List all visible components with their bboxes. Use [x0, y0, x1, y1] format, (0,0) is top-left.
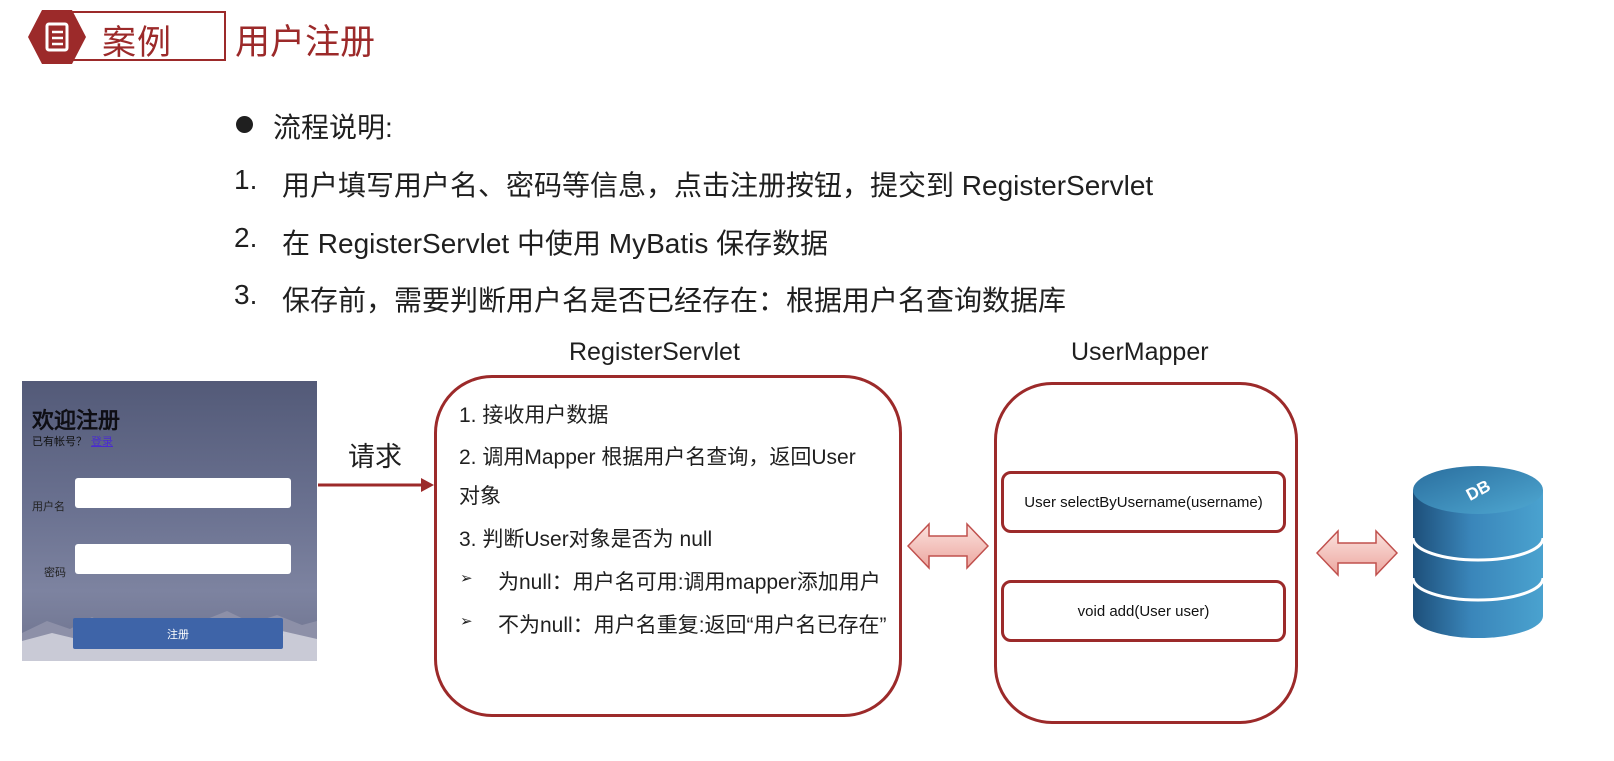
login-link[interactable]: 登录	[91, 436, 113, 448]
register-form-screenshot: 欢迎注册 已有帐号？ 登录 用户名 密码 注册	[22, 381, 317, 661]
mapper-method: void add(User user)	[1001, 580, 1286, 642]
password-label: 密码	[44, 567, 66, 579]
double-arrow-icon	[1316, 529, 1398, 577]
servlet-step: 1. 接收用户数据	[459, 404, 609, 427]
mapper-box	[994, 382, 1298, 724]
page-title: 用户注册	[235, 23, 376, 62]
database-icon: DB	[1412, 466, 1544, 638]
process-step-number: 3.	[234, 279, 258, 310]
process-step-text: 用户填写用户名、密码等信息，点击注册按钮，提交到 RegisterServlet	[282, 170, 1154, 201]
servlet-sub-step: 为null：用户名可用:调用mapper添加用户	[498, 571, 881, 594]
servlet-sub-step: 不为null：用户名重复:返回“用户名已存在”	[498, 614, 887, 637]
case-badge-frame	[68, 11, 226, 61]
process-heading: 流程说明:	[273, 112, 393, 143]
username-label: 用户名	[32, 501, 65, 513]
process-step-text: 在 RegisterServlet 中使用 MyBatis 保存数据	[282, 228, 829, 259]
request-arrow	[318, 478, 434, 492]
mapper-title: UserMapper	[1071, 338, 1209, 366]
case-label: 案例	[102, 24, 172, 62]
process-step-number: 1.	[234, 164, 258, 195]
username-field[interactable]	[75, 478, 291, 508]
servlet-box	[434, 375, 902, 717]
case-badge: 案例	[28, 10, 226, 64]
bullet-dot-icon	[236, 116, 253, 133]
request-label: 请求	[348, 442, 402, 472]
mapper-method: User selectByUsername(username)	[1001, 471, 1286, 533]
form-title: 欢迎注册	[32, 408, 121, 433]
login-hint-text: 已有帐号？	[32, 436, 87, 448]
arrow-bullet-icon: ➢	[460, 570, 473, 587]
password-field[interactable]	[75, 544, 291, 574]
servlet-step: 对象	[459, 485, 501, 508]
login-hint: 已有帐号？ 登录	[32, 433, 113, 449]
servlet-step: 2. 调用Mapper 根据用户名查询，返回User	[459, 446, 856, 469]
arrow-bullet-icon: ➢	[460, 613, 473, 630]
double-arrow-icon	[907, 522, 989, 570]
servlet-title: RegisterServlet	[569, 338, 740, 366]
process-step-text: 保存前，需要判断用户名是否已经存在：根据用户名查询数据库	[282, 285, 1067, 316]
servlet-step: 3. 判断User对象是否为 null	[459, 528, 713, 551]
register-button[interactable]: 注册	[73, 618, 283, 649]
document-icon	[28, 10, 86, 64]
process-step-number: 2.	[234, 222, 258, 253]
